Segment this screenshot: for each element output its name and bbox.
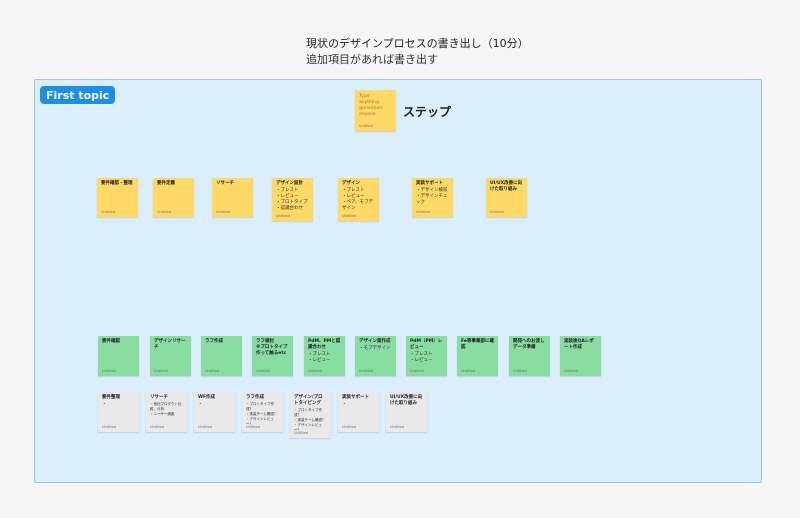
sticky-note-yellow[interactable]: デザイン ・ブレスト ・レビュー ・ペア、モブデザイン Untitled [338,178,379,221]
note-author: Untitled [150,425,164,429]
sticky-note-gray[interactable]: UI/UX改善に向けた取り組み Untitled [386,392,427,432]
note-author: Untitled [246,425,260,429]
note-title: PdM、PMと認識合わせ [308,339,341,350]
note-title: ラフ検討 ※プロトタイプ作って触るetc [256,339,288,356]
note-title: リサーチ [216,181,234,186]
note-body: ・ブレスト ・レビュー [410,352,433,363]
note-title: ラフ作成 [205,339,223,344]
note-title: デザイン [342,181,360,186]
note-title: デザイン設計 [276,181,303,186]
sticky-note-yellow[interactable]: 実装サポート ・デザイン検収 ・デザインチェック Untitled [412,178,453,217]
note-author: Untitled [359,124,373,128]
board-title-line2: 追加項目があれば書き出す [306,53,438,66]
step-label: ステップ [403,105,452,119]
note-title: 要件定義 [157,181,175,186]
board-title: 現状のデザインプロセスの書き出し（10分） 追加項目があれば書き出す [306,36,529,68]
sticky-note-green[interactable]: PdM（PM）レビュー ・ブレスト ・レビュー Untitled [406,336,447,376]
sticky-note-green[interactable]: PdM、PMと認識合わせ ・ブレスト ・レビュー Untitled [304,336,345,376]
note-author: Untitled [410,369,424,373]
sticky-note-green[interactable]: Fe等事業部に確認 Untitled [457,336,498,376]
note-author: Untitled [490,210,504,214]
note-title: UI/UX改善に向けた取り組み [390,395,423,406]
note-body: ・プロトタイプ作成？ ・実装チーム確認？ ・デザインレビュー？ [294,408,326,432]
note-author: Untitled [294,431,308,435]
board-title-line1: 現状のデザインプロセスの書き出し（10分） [306,37,529,50]
sticky-note-green[interactable]: 要件確認 Untitled [98,336,139,376]
note-body: ・デザイン検収 ・デザインチェック [416,188,448,205]
note-author: Untitled [157,210,171,214]
note-body: ・ [102,402,107,407]
placeholder-note-text: Type anything, @mention anyone [359,94,383,117]
note-body: ・ブレスト ・レビュー ・ペア、モブデザイン [342,188,374,211]
section-label[interactable]: First topic [40,86,116,104]
note-author: Untitled [513,369,527,373]
note-title: デザインリサーチ [154,339,186,350]
note-body: ・ブレスト ・レビュー [308,352,331,363]
note-title: 要件確認・整理 [101,181,133,186]
note-body: ・ [342,402,347,407]
note-author: Untitled [308,369,322,373]
sticky-note-green[interactable]: 実装後QAレポート作成 Untitled [560,336,601,376]
note-author: Untitled [342,214,356,218]
note-title: 実装サポート [342,395,369,400]
note-body: ・ブレスト ・レビュー ・プロトタイプ ・認識合わせ [276,188,308,211]
note-author: Untitled [416,210,430,214]
sticky-note-yellow[interactable]: UI/UX改善に向けた取り組み Untitled [486,178,527,217]
note-author: Untitled [102,369,116,373]
note-body: ・他社プロダクト比較、分析 ・ユーザー調査 [150,402,182,416]
note-author: Untitled [154,369,168,373]
note-author: Untitled [359,369,373,373]
note-author: Untitled [102,425,116,429]
sticky-note-gray[interactable]: ラフ作成 ・プロトタイプ作成？ ・実装チーム確認？ ・デザインレビュー？ Unt… [242,392,283,432]
note-author: Untitled [198,425,212,429]
note-body: ・ [198,402,203,407]
note-body: ・モブデザイン [359,346,391,351]
note-title: 要件整理 [102,395,120,400]
sticky-note-yellow[interactable]: 要件確認・整理 Untitled [97,178,138,217]
note-title: 開発へのお渡しデータ準備 [513,339,545,350]
note-author: Untitled [276,214,290,218]
note-title: WF作成 [198,395,216,400]
sticky-note-gray[interactable]: 実装サポート ・ Untitled [338,392,379,432]
note-body: ・プロトタイプ作成？ ・実装チーム確認？ ・デザインレビュー？ [246,402,278,426]
note-title: UI/UX改善に向けた取り組み [490,181,523,192]
placeholder-sticky-note[interactable]: Type anything, @mention anyone Untitled [355,90,396,131]
sticky-note-green[interactable]: 開発へのお渡しデータ準備 Untitled [509,336,550,376]
sticky-note-green[interactable]: ラフ検討 ※プロトタイプ作って触るetc Untitled [252,336,293,376]
note-author: Untitled [216,210,230,214]
note-author: Untitled [101,210,115,214]
note-title: リサーチ [150,395,168,400]
note-title: PdM（PM）レビュー [410,339,443,350]
note-title: 実装サポート [416,181,443,186]
sticky-note-gray[interactable]: リサーチ ・他社プロダクト比較、分析 ・ユーザー調査 Untitled [146,392,187,432]
sticky-note-yellow[interactable]: デザイン設計 ・ブレスト ・レビュー ・プロトタイプ ・認識合わせ Untitl… [272,178,313,221]
note-title: デザイン/プロトタイピング [294,395,323,406]
sticky-note-yellow[interactable]: リサーチ Untitled [212,178,253,217]
note-author: Untitled [564,369,578,373]
note-title: ラフ作成 [246,395,264,400]
sticky-note-gray[interactable]: 要件整理 ・ Untitled [98,392,139,432]
sticky-note-green[interactable]: デザインリサーチ Untitled [150,336,191,376]
sticky-note-gray[interactable]: デザイン/プロトタイピング ・プロトタイプ作成？ ・実装チーム確認？ ・デザイン… [290,392,331,438]
sticky-note-yellow[interactable]: 要件定義 Untitled [153,178,194,217]
note-author: Untitled [390,425,404,429]
note-title: 要件確認 [102,339,120,344]
sticky-note-gray[interactable]: WF作成 ・ Untitled [194,392,235,432]
sticky-note-green[interactable]: デザイン案作成 ・モブデザイン Untitled [355,336,396,376]
note-title: Fe等事業部に確認 [461,339,494,350]
sticky-note-green[interactable]: ラフ作成 Untitled [201,336,242,376]
note-author: Untitled [256,369,270,373]
note-author: Untitled [342,425,356,429]
note-author: Untitled [205,369,219,373]
note-title: 実装後QAレポート作成 [564,339,594,350]
note-title: デザイン案作成 [359,339,391,344]
note-author: Untitled [461,369,475,373]
